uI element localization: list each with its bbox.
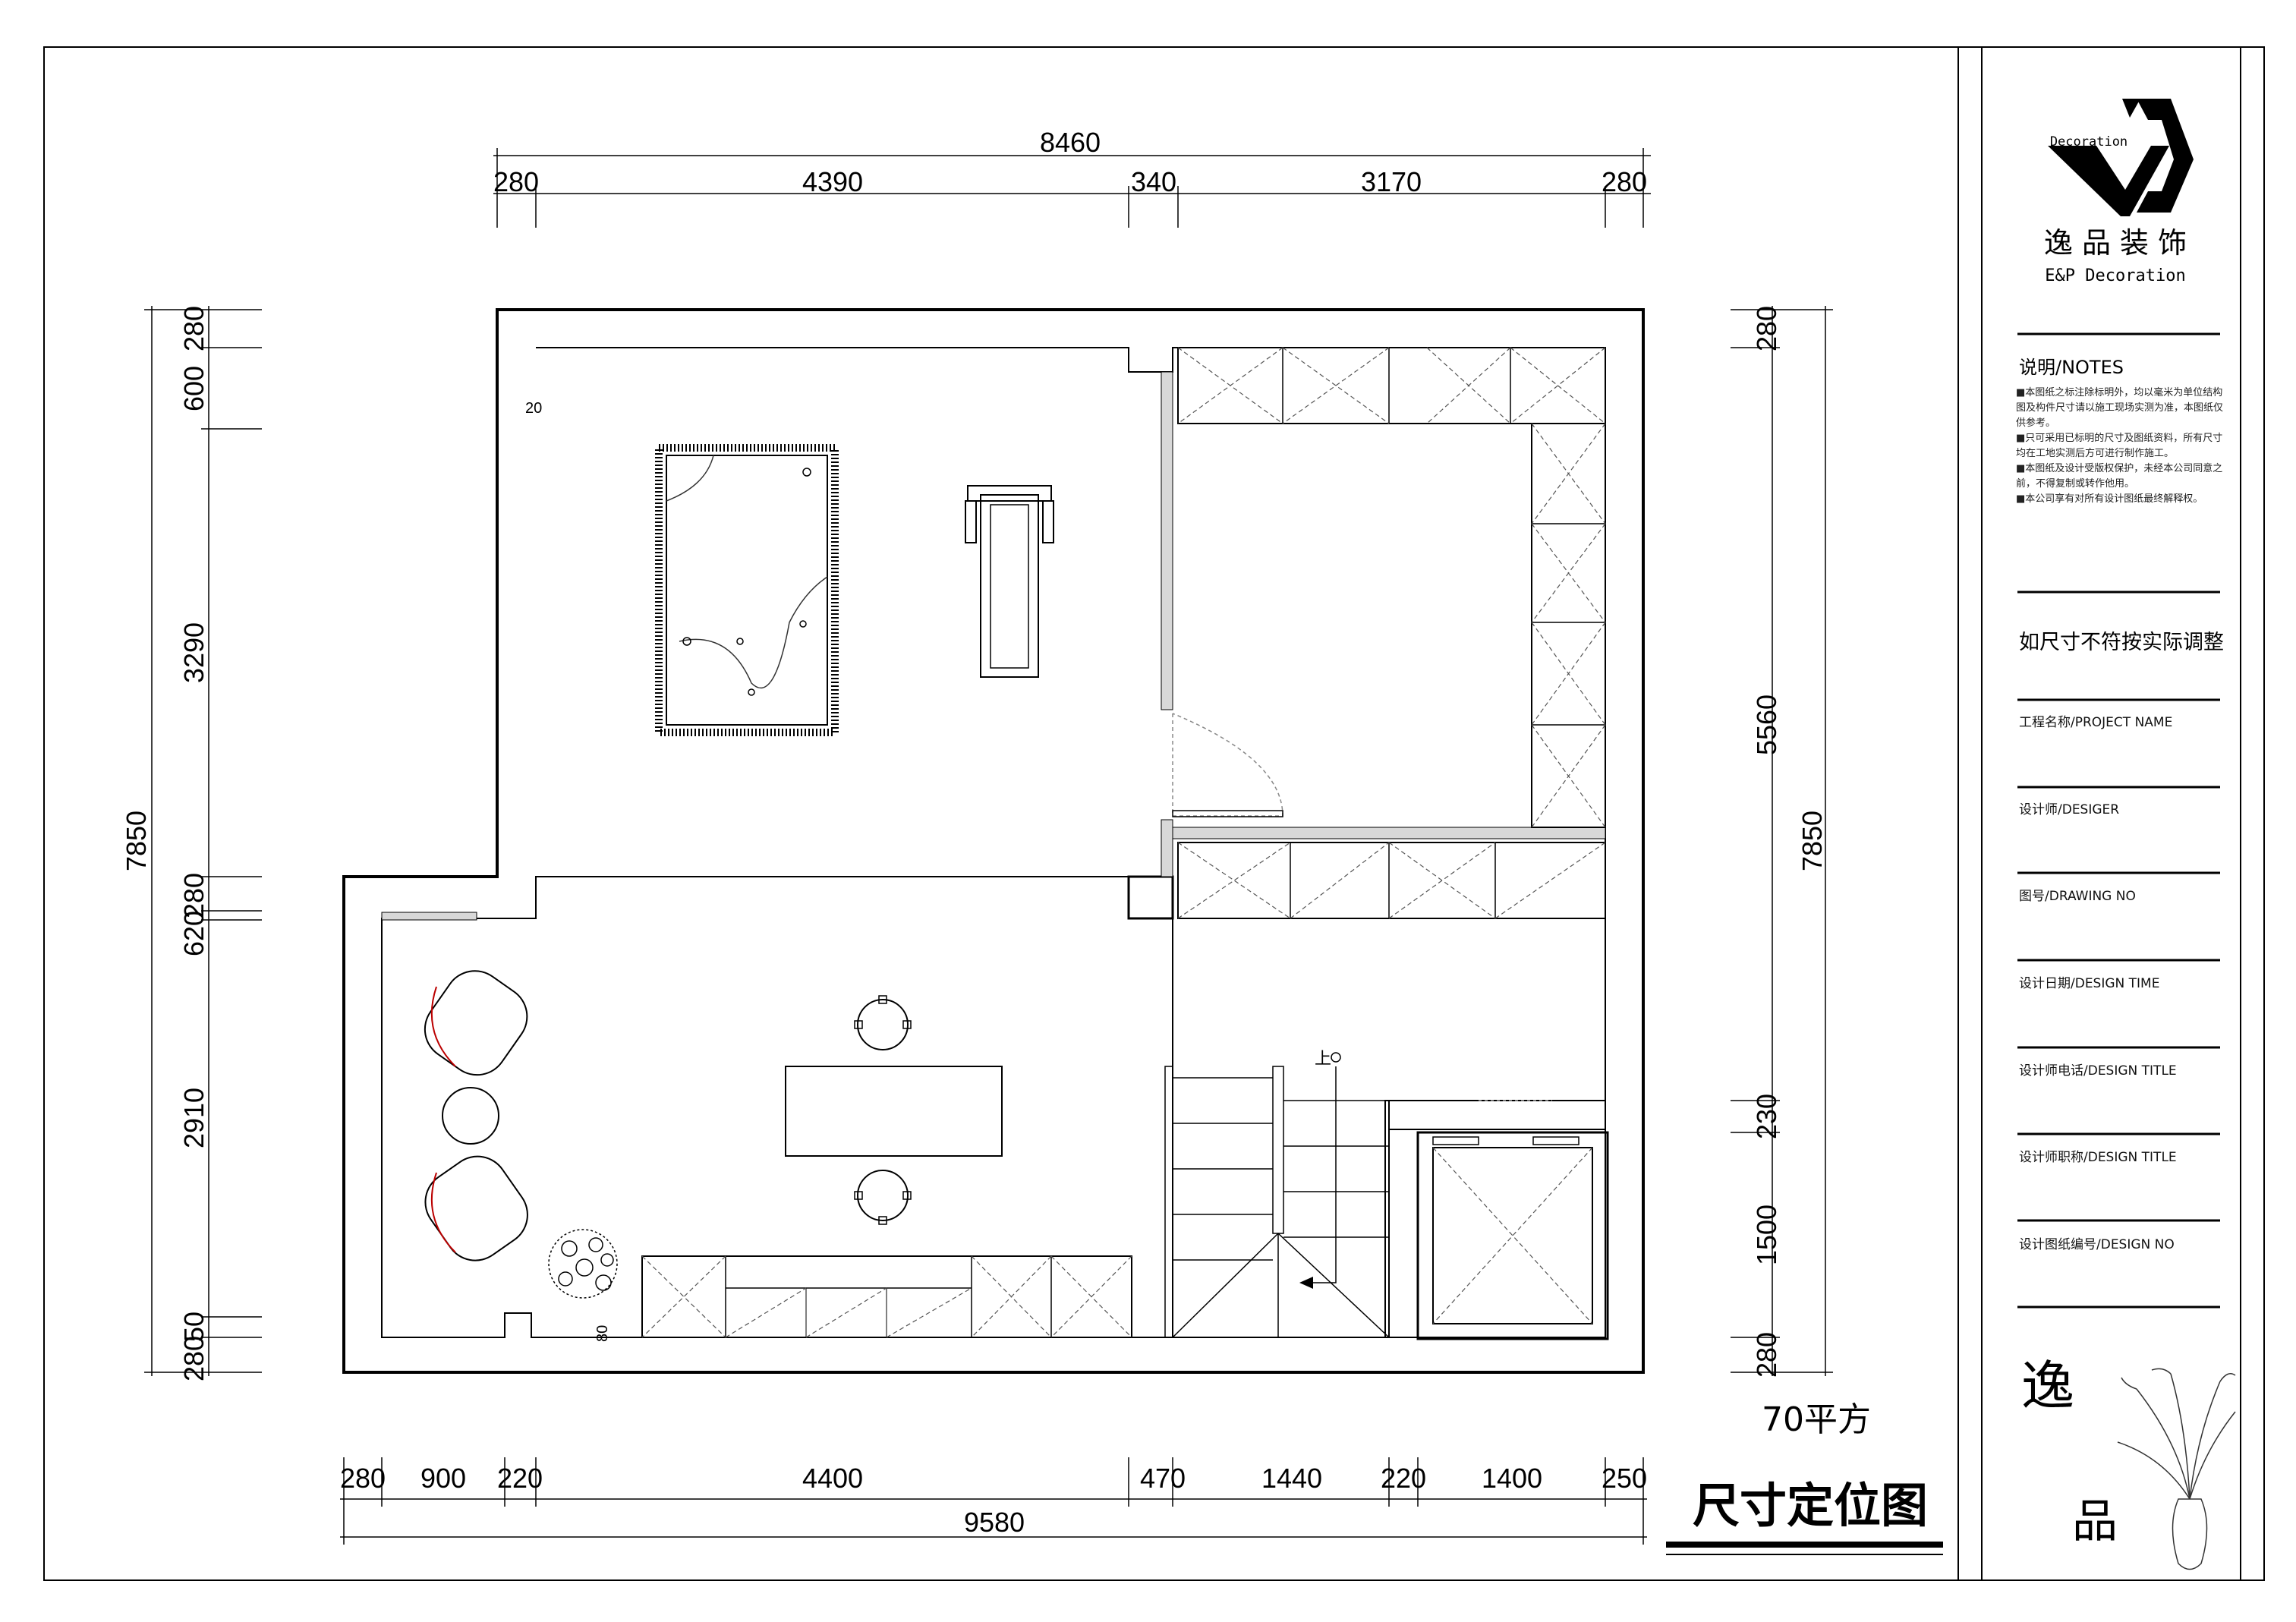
dim-top-total: 8460	[1040, 127, 1101, 158]
wall-80-label: 80	[594, 1325, 611, 1342]
dim-left-segment: 2910	[178, 1088, 209, 1148]
note-item: ■本图纸之标注除标明外，均以毫米为单位结构图及构件尺寸请以施工现场实测为准，本图…	[2016, 387, 2224, 429]
staircase	[1164, 1052, 1390, 1338]
dim-right-segment: 1500	[1751, 1205, 1782, 1265]
dim-left-segment: 600	[178, 366, 209, 411]
note-item: ■本图纸及设计受版权保护，未经本公司同意之前，不得复制或转作他用。	[2016, 463, 2223, 490]
dim-left-segment: 50	[178, 1312, 209, 1342]
notes-heading: 说明/NOTES	[2019, 357, 2124, 378]
floor-plan	[342, 308, 1645, 1374]
field-designer-title: 设计师职称/DESIGN TITLE	[2019, 1150, 2177, 1165]
door-swing	[1172, 713, 1283, 817]
dim-bottom-segment: 470	[1140, 1463, 1186, 1494]
lounge-chair	[424, 970, 528, 1076]
dims-right	[1731, 306, 1833, 1376]
field-designer: 设计师/DESIGER	[2019, 802, 2119, 817]
dim-bottom-segment: 900	[420, 1463, 466, 1494]
dim-right-segment: 5560	[1751, 694, 1782, 755]
notes-block: ■本图纸之标注除标明外，均以毫米为单位结构图及构件尺寸请以施工现场实测为准，本图…	[2016, 387, 2224, 505]
dim-right-segment: 280	[1751, 1332, 1782, 1378]
dims-top	[493, 148, 1651, 228]
field-designer-phone: 设计师电话/DESIGN TITLE	[2019, 1063, 2177, 1079]
closet-block	[1416, 1131, 1609, 1340]
dim-top-segment: 280	[1602, 166, 1647, 197]
logo-small-text: Decoration	[2050, 134, 2128, 150]
dim-left-segment: 280	[178, 873, 209, 918]
title-block-frame	[1957, 46, 2265, 1581]
stool	[854, 1170, 912, 1225]
company-name-cn: 逸 品 装 饰	[2044, 226, 2187, 260]
company-name-en: E&P Decoration	[2045, 266, 2185, 285]
field-project-name: 工程名称/PROJECT NAME	[2019, 715, 2172, 730]
brick-wall	[1161, 371, 1173, 710]
vase-illustration	[2117, 1368, 2236, 1570]
lounge-chair	[424, 1155, 528, 1261]
corner-label: 20	[525, 400, 542, 417]
brand-char-1: 逸	[2021, 1355, 2074, 1417]
dim-bottom-segment: 250	[1602, 1463, 1647, 1494]
dim-bottom-total: 9580	[964, 1507, 1025, 1538]
dim-top-segment: 340	[1131, 166, 1176, 197]
dim-right-total: 7850	[1797, 811, 1828, 871]
wardrobe-top	[1177, 347, 1606, 424]
potted-plant	[548, 1229, 618, 1299]
wardrobe-middle	[1177, 842, 1606, 919]
dims-bottom	[340, 1457, 1647, 1545]
dining-table	[785, 1066, 1003, 1157]
rug	[655, 444, 839, 736]
drawing-title: 尺寸定位图	[1693, 1478, 1928, 1533]
outer-wall-outline	[342, 308, 1645, 1374]
dim-left-total: 7850	[121, 811, 152, 871]
dim-bottom-segment: 1440	[1261, 1463, 1322, 1494]
field-design-no: 设计图纸编号/DESIGN NO	[2019, 1237, 2175, 1252]
dim-top-segment: 4390	[802, 166, 863, 197]
dim-left-segment: 3290	[178, 622, 209, 683]
adjust-note: 如尺寸不符按实际调整	[2019, 631, 2224, 654]
dim-bottom-segment: 4400	[802, 1463, 863, 1494]
dim-bottom-segment: 220	[1381, 1463, 1426, 1494]
dim-left-segment: 280	[178, 1336, 209, 1381]
dims-left	[144, 306, 262, 1376]
dim-top-segment: 3170	[1361, 166, 1422, 197]
dim-bottom-segment: 220	[497, 1463, 543, 1494]
dim-bottom-segment: 280	[340, 1463, 386, 1494]
note-item: ■只可采用已标明的尺寸及图纸资料，所有尺寸均在工地实测后方可进行制作施工。	[2016, 433, 2223, 459]
brand-char-2: 品	[2072, 1495, 2118, 1548]
field-drawing-no: 图号/DRAWING NO	[2019, 889, 2136, 904]
note-item: ■本公司享有对所有设计图纸最终解释权。	[2016, 493, 2203, 505]
field-design-time: 设计日期/DESIGN TIME	[2019, 976, 2159, 991]
area-label: 70平方	[1762, 1400, 1871, 1439]
stool	[854, 995, 912, 1050]
side-table	[442, 1087, 499, 1145]
dim-right-segment: 280	[1751, 306, 1782, 351]
dim-top-segment: 280	[493, 166, 539, 197]
dim-left-segment: 620	[178, 911, 209, 956]
tv-cabinet	[641, 1255, 1132, 1338]
outer-border	[43, 46, 2265, 1581]
dim-bottom-segment: 1400	[1482, 1463, 1542, 1494]
stair-up-label: 上	[1315, 1050, 1331, 1069]
dim-left-segment: 280	[178, 306, 209, 351]
wardrobe-right	[1531, 423, 1606, 828]
column-pillar	[1127, 875, 1174, 920]
dim-right-segment: 230	[1751, 1094, 1782, 1139]
treadmill	[965, 485, 1054, 678]
company-logo	[2048, 99, 2194, 216]
